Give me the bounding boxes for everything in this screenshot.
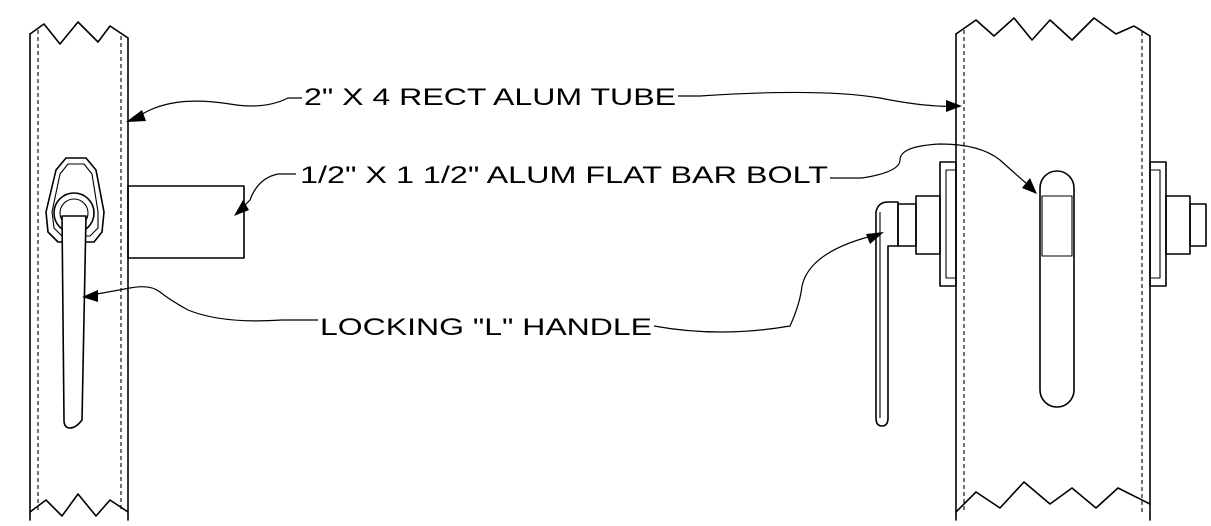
bolt-label-group: 1/2" X 1 1/2" ALUM FLAT BAR BOLT <box>298 160 830 190</box>
handle-callout-label: LOCKING "L" HANDLE <box>320 314 652 341</box>
left-flat-bar-bolt <box>127 185 245 259</box>
tube-label-group: 2" X 4 RECT ALUM TUBE <box>302 82 678 112</box>
right-tube <box>955 17 1151 521</box>
right-bolt-slot <box>1039 170 1075 408</box>
left-tube <box>29 21 129 521</box>
handle-leaders <box>82 232 884 333</box>
right-l-handle <box>875 201 899 427</box>
right-handle-hub-left <box>897 161 957 287</box>
left-l-handle <box>45 157 105 429</box>
tube-callout-label: 2" X 4 RECT ALUM TUBE <box>304 84 676 111</box>
tube-leaders <box>126 91 962 122</box>
handle-label-group: LOCKING "L" HANDLE <box>318 312 654 342</box>
bolt-callout-label: 1/2" X 1 1/2" ALUM FLAT BAR BOLT <box>300 162 828 189</box>
bolt-leaders <box>234 143 1037 216</box>
right-handle-hub-far <box>1149 161 1207 287</box>
